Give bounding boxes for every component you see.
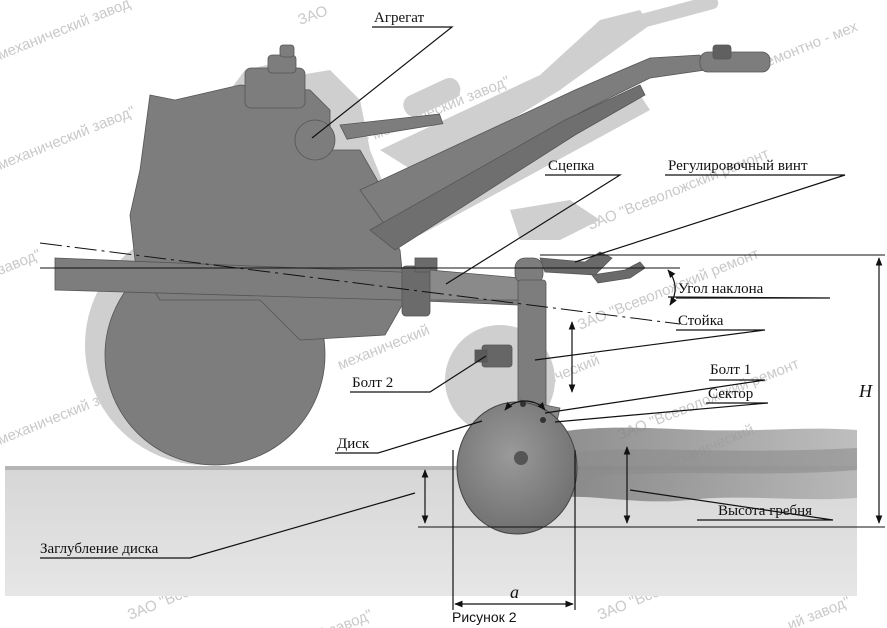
label-sector: Сектор bbox=[708, 386, 753, 402]
label-bolt2: Болт 2 bbox=[352, 375, 393, 391]
label-aggregate: Агрегат bbox=[374, 10, 425, 26]
watermark-text: механический завод" bbox=[0, 0, 138, 64]
dimension-arrows bbox=[421, 257, 883, 610]
cultivator-machine bbox=[54, 44, 771, 466]
label-post: Стойка bbox=[678, 313, 724, 329]
figure-caption: Рисунок 2 bbox=[452, 609, 517, 625]
tilt-arrow bbox=[667, 269, 677, 306]
watermark-text: ЗАО bbox=[296, 2, 330, 28]
label-adjust-screw: Регулировочный винт bbox=[668, 158, 808, 174]
watermark-text: й завод" bbox=[315, 606, 375, 628]
sector-rotate-arrow bbox=[504, 400, 546, 411]
label-dim-H: H bbox=[858, 381, 873, 401]
label-ridge-height: Высота гребня bbox=[718, 503, 812, 519]
soil-ridge bbox=[560, 427, 857, 502]
label-disk-depth: Заглубление диска bbox=[40, 541, 159, 557]
watermark-text: ий завод" bbox=[785, 593, 853, 628]
label-disk: Диск bbox=[337, 436, 370, 452]
watermark-text: завод" bbox=[0, 246, 43, 279]
labels: Агрегат Сцепка Регулировочный винт Угол … bbox=[40, 10, 873, 602]
label-tilt-angle: Угол наклона bbox=[678, 281, 764, 297]
leader-lines bbox=[40, 26, 846, 559]
watermark-text: ремонтно - мех bbox=[755, 18, 860, 74]
axis-line bbox=[39, 242, 681, 325]
disk bbox=[456, 401, 578, 535]
label-hitch: Сцепка bbox=[548, 158, 595, 174]
label-bolt1: Болт 1 bbox=[710, 362, 751, 378]
label-dim-a: a bbox=[510, 582, 519, 602]
watermark-text: механический завод" bbox=[0, 103, 138, 174]
